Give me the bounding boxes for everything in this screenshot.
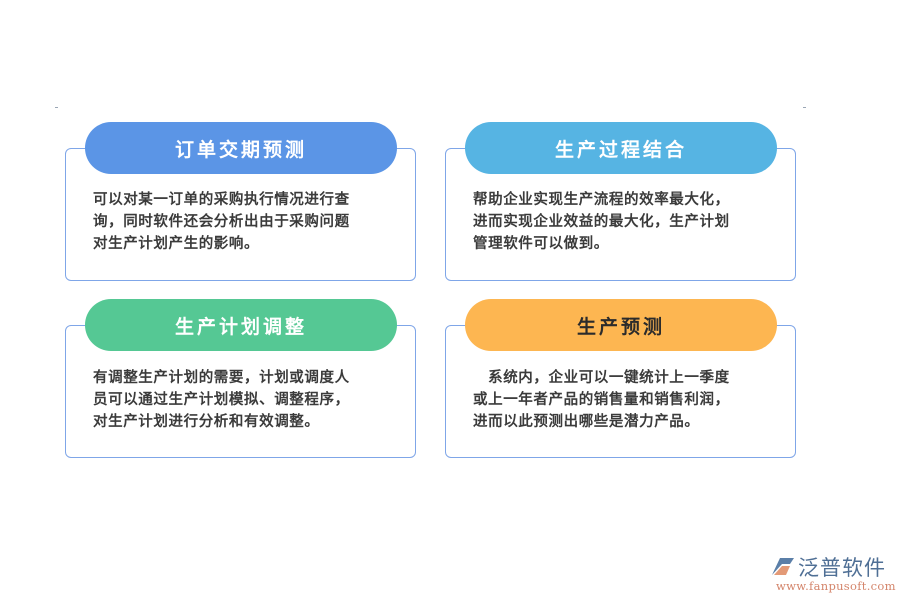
fanpu-logo-icon (772, 558, 794, 575)
desc-line: 可以对某一订单的采购执行情况进行查 (93, 192, 350, 208)
card-description: 帮助企业实现生产流程的效率最大化， 进而实现企业效益的最大化，生产计划 管理软件… (473, 189, 773, 255)
card-title-pill: 生产计划调整 (85, 299, 397, 351)
desc-line: 对生产计划进行分析和有效调整。 (93, 414, 320, 430)
desc-line: 或上一年者产品的销售量和销售利润， (473, 392, 730, 408)
card-title-pill: 生产预测 (465, 299, 777, 351)
card-title: 生产计划调整 (174, 315, 307, 338)
desc-line: 员可以通过生产计划模拟、调整程序， (93, 392, 350, 408)
desc-line: 系统内，企业可以一键统计上一季度 (473, 370, 730, 386)
desc-line: 对生产计划产生的影响。 (93, 236, 260, 252)
desc-line: 有调整生产计划的需要，计划或调度人 (93, 370, 350, 386)
card-title: 生产预测 (576, 315, 665, 338)
brand-name: 泛普软件 (798, 556, 886, 580)
desc-line: 管理软件可以做到。 (473, 236, 609, 252)
desc-line: 询，同时软件还会分析出由于采购问题 (93, 214, 350, 230)
card-description: 有调整生产计划的需要，计划或调度人 员可以通过生产计划模拟、调整程序， 对生产计… (93, 367, 393, 433)
brand-logo: 泛普软件 www.fanpusoft.com (770, 552, 896, 597)
card-description: 系统内，企业可以一键统计上一季度 或上一年者产品的销售量和销售利润， 进而以此预… (473, 367, 773, 433)
card-title: 订单交期预测 (174, 138, 307, 161)
desc-line: 进而实现企业效益的最大化，生产计划 (473, 214, 730, 230)
desc-line: 进而以此预测出哪些是潜力产品。 (473, 414, 700, 430)
desc-line: 帮助企业实现生产流程的效率最大化， (473, 192, 730, 208)
corner-mark-right (803, 107, 806, 108)
card-title: 生产过程结合 (554, 138, 687, 161)
card-title-pill: 订单交期预测 (85, 122, 397, 174)
card-title-pill: 生产过程结合 (465, 122, 777, 174)
brand-url: www.fanpusoft.com (776, 579, 896, 593)
corner-mark-left (55, 107, 58, 108)
card-description: 可以对某一订单的采购执行情况进行查 询，同时软件还会分析出由于采购问题 对生产计… (93, 189, 393, 255)
